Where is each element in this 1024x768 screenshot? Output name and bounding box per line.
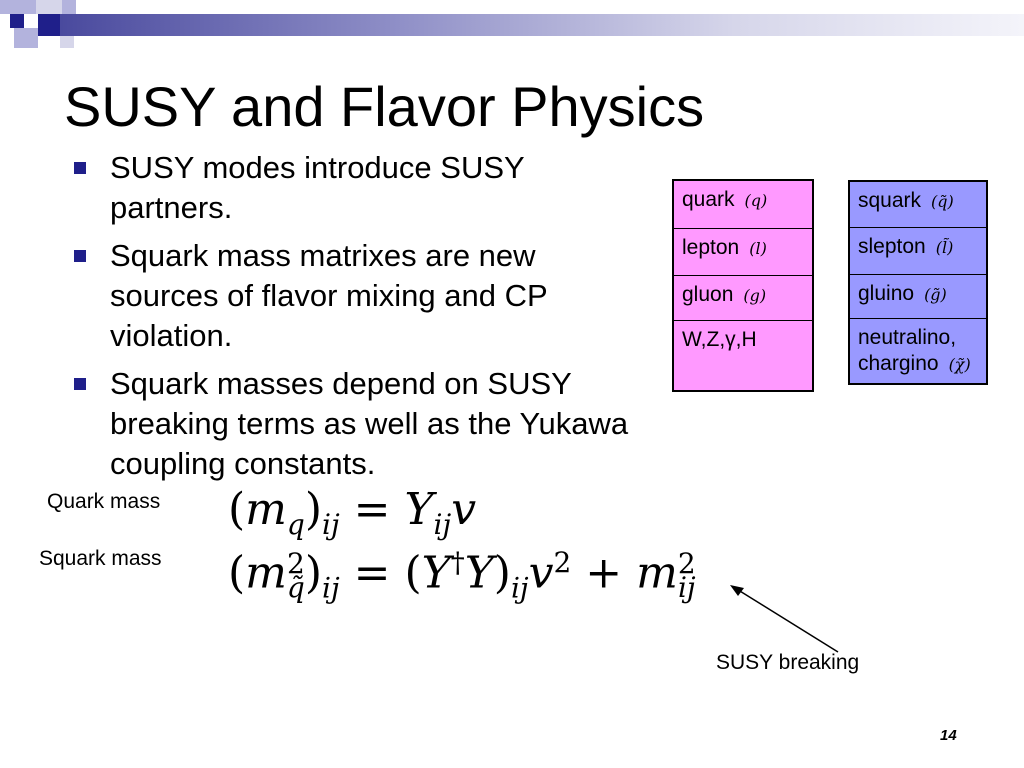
table-row: W,Z,γ,H [682,328,757,351]
bullet-square-icon [74,250,86,262]
page-number: 14 [940,727,957,744]
decorative-square [10,14,24,28]
bullet-item: SUSY modes introduce SUSY partners. [72,148,652,228]
quark-mass-equation: (mq)ij = Yijv [228,484,477,541]
slide-title: SUSY and Flavor Physics [64,75,705,138]
susy-breaking-label: SUSY breaking [716,651,860,674]
bullet-square-icon [74,378,86,390]
bullet-item: Squark mass matrixes are new sources of … [72,236,652,356]
arrow-head [730,585,744,596]
decorative-square [14,28,38,48]
quark-mass-label: Quark mass [47,490,161,513]
sm-particle-table: quark(q) lepton(l) gluon(g) W,Z,γ,H [672,179,814,392]
table-row: gluon(g) [674,276,812,321]
bullet-list: SUSY modes introduce SUSY partners. Squa… [72,148,652,492]
bullet-square-icon [74,162,86,174]
decorative-square [60,36,74,48]
table-row: lepton(l) [674,229,812,276]
squark-mass-label: Squark mass [39,547,162,570]
bullet-item: Squark masses depend on SUSY breaking te… [72,364,652,484]
table-row: neutralino, chargino(χ̃) [858,326,971,375]
table-row: squark(q̃) [850,182,986,228]
decorative-square [38,14,60,36]
table-row: quark(q) [674,181,812,229]
decorative-square [62,0,76,14]
decorative-square [36,0,62,14]
susy-particle-table: squark(q̃) slepton(l̃) gluino(g̃) neutra… [848,180,988,385]
arrow-line [734,587,839,653]
table-row: gluino(g̃) [850,275,986,319]
decorative-band [60,14,1024,36]
table-row: slepton(l̃) [850,228,986,275]
decorative-square [0,0,36,14]
